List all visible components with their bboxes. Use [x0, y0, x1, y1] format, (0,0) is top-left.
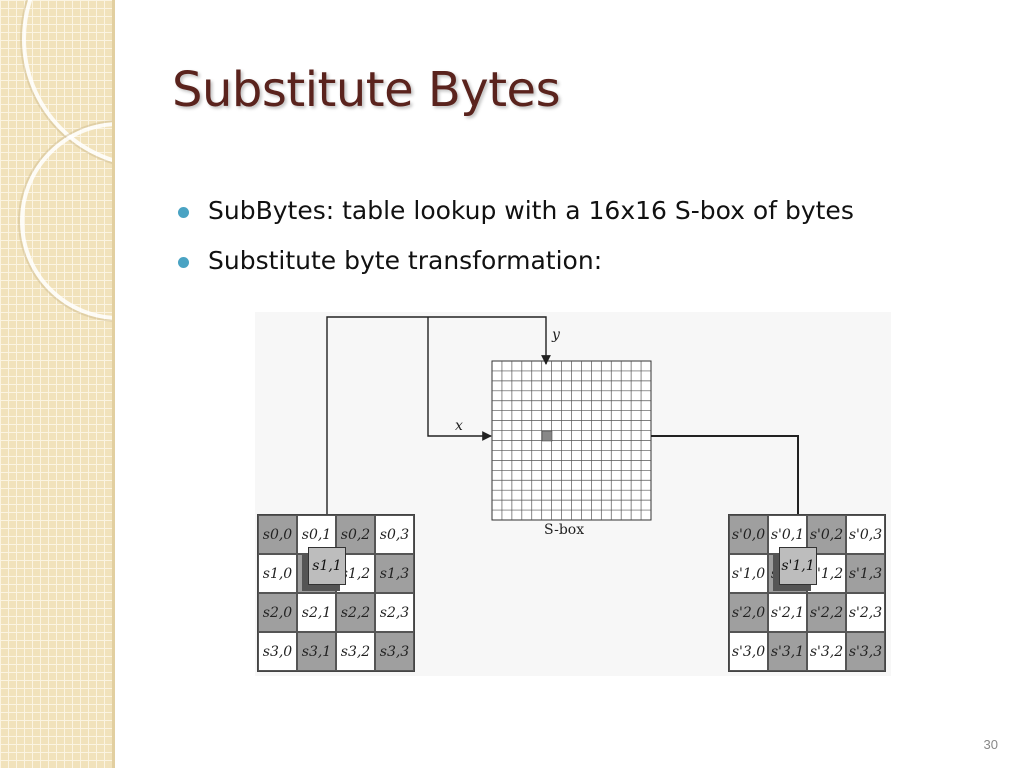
output-state-cell: s'0,0 — [729, 515, 768, 554]
sbox-selected-cell — [541, 430, 553, 442]
bullet-item: SubBytes: table lookup with a 16x16 S-bo… — [178, 196, 854, 246]
input-state-cell: s0,3 — [375, 515, 414, 554]
input-state-cell: s0,0 — [258, 515, 297, 554]
output-state-cell: s'2,0 — [729, 593, 768, 632]
bullet-item: Substitute byte transformation: — [178, 246, 854, 296]
output-state-cell: s'2,2 — [807, 593, 846, 632]
output-state-cell: s'2,3 — [846, 593, 885, 632]
output-state-matrix: s'0,0s'0,1s'0,2s'0,3s'1,0s'1,1s'1,2s'1,3… — [728, 514, 886, 672]
sbox-grid — [491, 360, 652, 521]
output-state-cell: s'3,2 — [807, 632, 846, 671]
input-state-cell: s2,0 — [258, 593, 297, 632]
sbox-label: S-box — [544, 522, 585, 538]
output-state-cell: s'1,3 — [846, 554, 885, 593]
bullet-text: Substitute byte transformation: — [208, 246, 603, 275]
input-state-cell: s2,2 — [336, 593, 375, 632]
output-state-cell: s'0,2 — [807, 515, 846, 554]
output-state-cell: s'2,1 — [768, 593, 807, 632]
input-state-cell: s3,0 — [258, 632, 297, 671]
input-state-cell: s3,2 — [336, 632, 375, 671]
bullet-dot-icon — [178, 207, 189, 218]
side-panel-edge — [112, 0, 115, 768]
input-highlighted-byte: s1,1 — [308, 547, 346, 585]
output-state-cell: s'1,0 — [729, 554, 768, 593]
input-state-cell: s2,1 — [297, 593, 336, 632]
output-state-cell: s'3,3 — [846, 632, 885, 671]
bullet-list: SubBytes: table lookup with a 16x16 S-bo… — [178, 196, 854, 296]
decorative-side-panel — [0, 0, 112, 768]
connector-y — [326, 316, 551, 552]
input-state-matrix: s0,0s0,1s0,2s0,3s1,0s1,1s1,2s1,3s2,0s2,1… — [257, 514, 415, 672]
subbytes-diagram: y x S-box s0,0s0,1s0,2s0,3s1,0s1,1s1,2s1… — [255, 312, 891, 676]
x-label: x — [455, 418, 463, 434]
input-state-cell: s2,3 — [375, 593, 414, 632]
input-state-cell: s1,3 — [375, 554, 414, 593]
y-label: y — [552, 327, 560, 343]
output-state-cell: s'0,3 — [846, 515, 885, 554]
bullet-dot-icon — [178, 257, 189, 268]
connector-x — [427, 317, 492, 441]
diagram-lines — [326, 316, 805, 552]
input-state-cell: s0,1 — [297, 515, 336, 554]
output-state-cell: s'3,0 — [729, 632, 768, 671]
output-highlighted-byte: s'1,1 — [779, 547, 817, 585]
connector-output — [651, 435, 805, 547]
input-state-cell: s3,1 — [297, 632, 336, 671]
bullet-text: SubBytes: table lookup with a 16x16 S-bo… — [208, 196, 854, 225]
slide-title: Substitute Bytes — [172, 62, 561, 118]
page-number: 30 — [983, 737, 998, 752]
output-state-cell: s'3,1 — [768, 632, 807, 671]
decorative-ring — [20, 122, 112, 320]
input-state-cell: s3,3 — [375, 632, 414, 671]
input-state-cell: s1,0 — [258, 554, 297, 593]
